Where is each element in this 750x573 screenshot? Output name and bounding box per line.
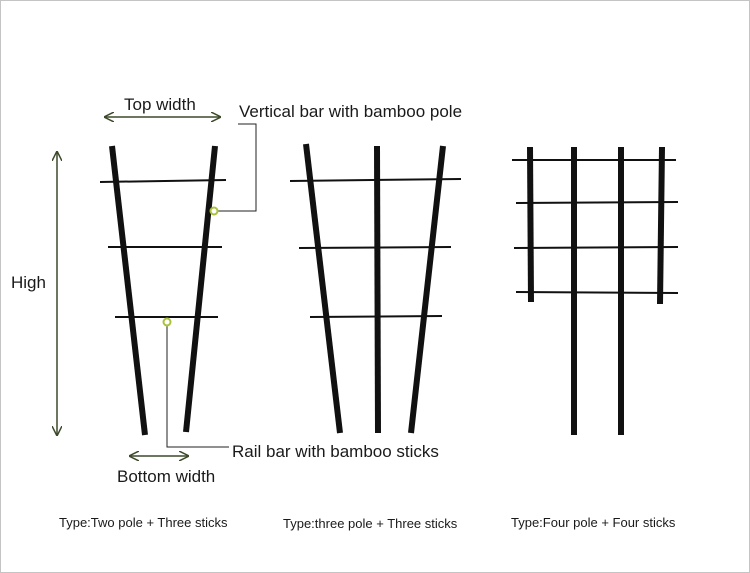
rail-1 [99, 179, 227, 183]
type-caption-1: Type:Two pole + Three sticks [59, 515, 228, 530]
callout-rail-bar [162, 317, 229, 448]
trellis-two-pole [99, 145, 227, 436]
rail-3 [309, 315, 443, 318]
bottom-width-label: Bottom width [117, 467, 215, 486]
rail-3 [513, 246, 679, 249]
vertical-bar-label: Vertical bar with bamboo pole [239, 102, 462, 121]
type-caption-3: Type:Four pole + Four sticks [511, 515, 676, 530]
callout-dot-vertical [209, 206, 219, 216]
rail-bar-label: Rail bar with bamboo sticks [232, 442, 439, 461]
height-label: High [11, 273, 46, 292]
pole-1 [527, 146, 534, 303]
rail-4 [515, 291, 679, 294]
pole-right [183, 145, 218, 433]
pole-4 [657, 146, 665, 305]
pole-left [303, 143, 343, 434]
trellis-three-pole [289, 143, 462, 434]
type-caption-2: Type:three pole + Three sticks [283, 516, 458, 531]
callout-vertical-bar [209, 123, 257, 216]
rail-2 [298, 246, 452, 249]
top-width-label: Top width [124, 95, 196, 114]
trellis-four-pole [512, 146, 679, 435]
pole-left [109, 145, 148, 436]
pole-center [374, 145, 381, 434]
pole-right [408, 145, 446, 434]
rail-1 [289, 178, 462, 182]
callout-dot-rail [162, 317, 172, 327]
rail-2 [515, 201, 679, 204]
